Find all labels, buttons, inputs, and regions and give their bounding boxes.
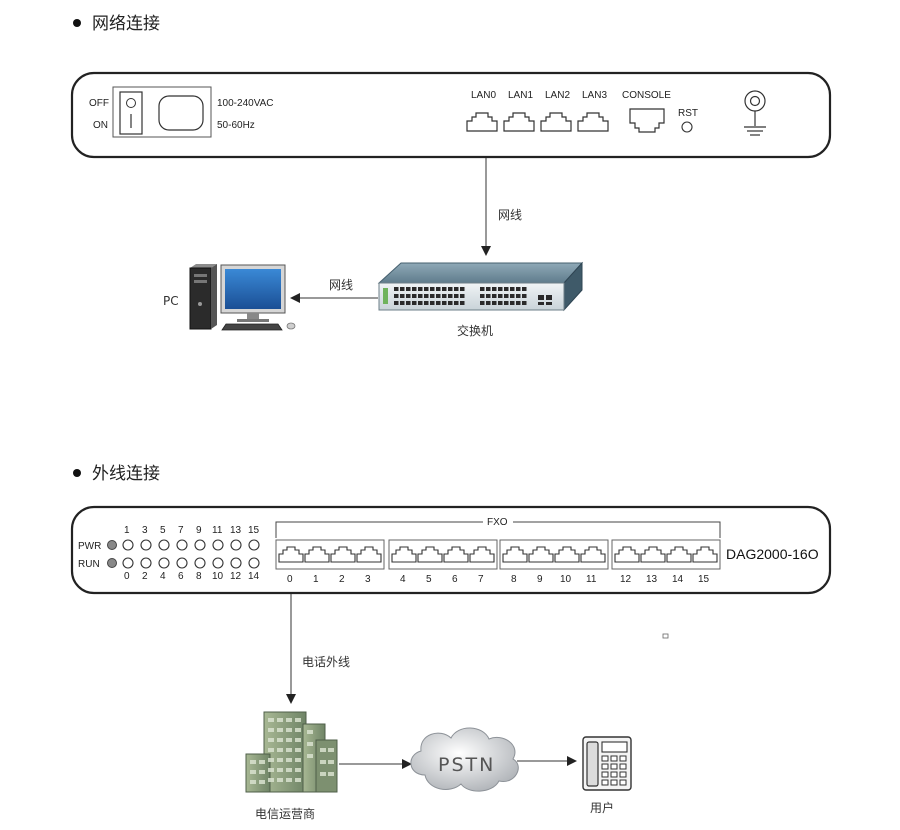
pstn-cloud-icon xyxy=(410,727,519,792)
led-number: 15 xyxy=(248,525,260,536)
fxo-group-frame xyxy=(275,539,385,570)
fxo-port-number: 8 xyxy=(511,574,517,585)
run-label: RUN xyxy=(78,559,100,570)
channel-led-icon xyxy=(140,557,152,569)
fxo-group-frame xyxy=(388,539,498,570)
pstn-label: PSTN xyxy=(438,754,495,776)
fxo-port-number: 12 xyxy=(620,574,632,585)
fxo-port-number: 10 xyxy=(560,574,572,585)
switch-off-mark-icon xyxy=(126,98,136,108)
pc-icon xyxy=(189,264,296,331)
section1-heading: 网络连接 xyxy=(92,14,160,34)
lan-label: LAN1 xyxy=(508,90,533,101)
fxo-port-number: 14 xyxy=(672,574,684,585)
switch-icon xyxy=(377,261,584,312)
led-number: 7 xyxy=(178,525,184,536)
channel-led-icon xyxy=(212,539,224,551)
switch-label: 交换机 xyxy=(457,323,493,338)
power-socket-icon xyxy=(158,95,204,131)
power-switch[interactable] xyxy=(119,91,143,135)
carrier-label: 电信运营商 xyxy=(255,806,315,821)
cable-to-switch-label: 网线 xyxy=(498,208,522,222)
fxo-port-number: 3 xyxy=(365,574,371,585)
led-number: 14 xyxy=(248,571,260,582)
user-label: 用户 xyxy=(590,800,614,815)
led-number: 11 xyxy=(212,525,223,536)
telephone-icon xyxy=(582,736,632,791)
led-number: 4 xyxy=(160,571,166,582)
fxo-port-number: 2 xyxy=(339,574,345,585)
lan-label: LAN0 xyxy=(471,90,496,101)
ground-terminal-icon xyxy=(744,90,766,136)
lan-label: LAN3 xyxy=(582,90,607,101)
led-number: 1 xyxy=(124,525,130,536)
led-number: 10 xyxy=(212,571,224,582)
channel-led-icon xyxy=(248,557,260,569)
bullet-icon xyxy=(73,19,81,27)
on-label: ON xyxy=(93,120,108,131)
fxo-port-number: 11 xyxy=(586,574,597,585)
fxo-port-number: 5 xyxy=(426,574,432,585)
voltage-label: 100-240VAC xyxy=(217,98,274,109)
channel-led-icon xyxy=(176,557,188,569)
fxo-group-frame xyxy=(611,539,721,570)
fxo-port-number: 0 xyxy=(287,574,293,585)
channel-led-icon xyxy=(122,557,134,569)
channel-led-icon xyxy=(194,557,206,569)
channel-led-icon xyxy=(212,557,224,569)
fxo-port-number: 6 xyxy=(452,574,458,585)
channel-led-icon xyxy=(158,557,170,569)
led-number: 9 xyxy=(196,525,202,536)
fxo-port-number: 7 xyxy=(478,574,484,585)
led-number: 5 xyxy=(160,525,166,536)
fxo-label: FXO xyxy=(487,517,508,528)
console-label: CONSOLE xyxy=(622,90,671,101)
led-number: 6 xyxy=(178,571,184,582)
reset-button[interactable] xyxy=(681,121,693,133)
fxo-group-frame xyxy=(499,539,609,570)
off-label: OFF xyxy=(89,98,109,109)
phone-line-label: 电话外线 xyxy=(302,655,350,669)
fxo-port-number: 13 xyxy=(646,574,658,585)
channel-led-icon xyxy=(230,557,242,569)
rst-label: RST xyxy=(678,108,698,119)
console-port-icon[interactable] xyxy=(629,108,665,133)
lan-label: LAN2 xyxy=(545,90,570,101)
led-number: 13 xyxy=(230,525,242,536)
led-number: 12 xyxy=(230,571,242,582)
channel-led-icon xyxy=(176,539,188,551)
gateway-rear-panel xyxy=(70,71,832,159)
channel-led-icon xyxy=(194,539,206,551)
pc-label: PC xyxy=(163,294,179,308)
led-number: 8 xyxy=(196,571,202,582)
channel-led-icon xyxy=(158,539,170,551)
frequency-label: 50-60Hz xyxy=(217,120,255,131)
carrier-building-icon xyxy=(245,711,338,793)
channel-led-icon xyxy=(122,539,134,551)
channel-led-icon xyxy=(248,539,260,551)
fxo-port-number: 15 xyxy=(698,574,710,585)
led-number: 3 xyxy=(142,525,148,536)
model-label: DAG2000-16O xyxy=(726,546,819,562)
power-switch-frame xyxy=(112,86,212,138)
fxo-port-number: 4 xyxy=(400,574,406,585)
led-number: 0 xyxy=(124,571,130,582)
run-led-icon xyxy=(107,558,117,568)
bullet-icon xyxy=(73,469,81,477)
stray-marker xyxy=(662,633,669,639)
pwr-label: PWR xyxy=(78,541,101,552)
led-number: 2 xyxy=(142,571,148,582)
section2-heading: 外线连接 xyxy=(92,464,160,484)
cable-to-pc-label: 网线 xyxy=(329,278,353,292)
channel-led-icon xyxy=(230,539,242,551)
fxo-port-number: 1 xyxy=(313,574,319,585)
channel-led-icon xyxy=(140,539,152,551)
fxo-port-number: 9 xyxy=(537,574,543,585)
pwr-led-icon xyxy=(107,540,117,550)
